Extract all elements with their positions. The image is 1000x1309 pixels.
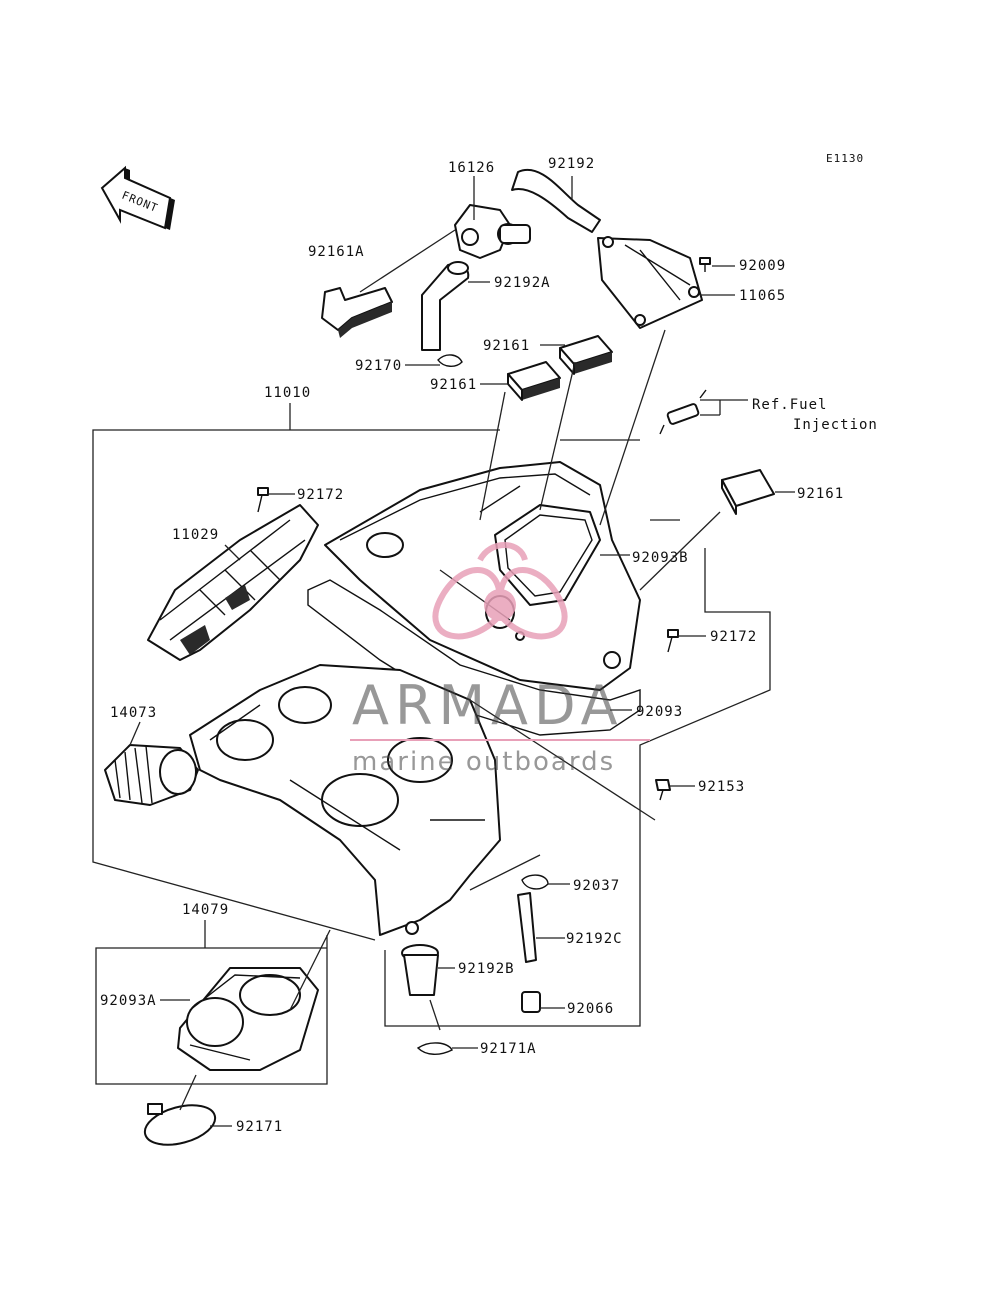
ref-note-line1: Ref.Fuel bbox=[752, 397, 827, 413]
front-arrow-icon: FRONT bbox=[100, 165, 175, 230]
label-11029: 11029 bbox=[172, 527, 219, 543]
label-92172-a: 92172 bbox=[297, 487, 344, 503]
hose-92192[interactable] bbox=[511, 169, 601, 233]
label-92171a: 92171A bbox=[480, 1041, 537, 1057]
damper-92161-a[interactable] bbox=[559, 335, 613, 375]
label-92161-c: 92161 bbox=[797, 486, 844, 502]
label-92066: 92066 bbox=[567, 1001, 614, 1017]
label-92037: 92037 bbox=[573, 878, 620, 894]
label-92093a: 92093A bbox=[100, 993, 157, 1009]
screw-92009[interactable] bbox=[699, 257, 711, 272]
damper-92161-c[interactable] bbox=[721, 469, 775, 515]
hose-92192c[interactable] bbox=[517, 892, 537, 963]
label-92192a: 92192A bbox=[494, 275, 551, 291]
air-cleaner-case[interactable] bbox=[189, 664, 501, 936]
label-92093b: 92093B bbox=[632, 550, 689, 566]
cover-11065[interactable] bbox=[597, 237, 703, 329]
clip-92170[interactable] bbox=[437, 354, 463, 367]
intake-duct-14073[interactable] bbox=[104, 744, 199, 806]
label-92161a: 92161A bbox=[308, 244, 365, 260]
label-92192c: 92192C bbox=[566, 931, 623, 947]
label-14073: 14073 bbox=[110, 705, 157, 721]
label-14079: 14079 bbox=[182, 902, 229, 918]
sensor-ref-fuel-injection[interactable] bbox=[659, 389, 707, 435]
clamp-92037[interactable] bbox=[521, 874, 549, 890]
label-92093: 92093 bbox=[636, 704, 683, 720]
watermark-tagline: marine outboards bbox=[352, 747, 615, 777]
label-92161-a: 92161 bbox=[483, 338, 530, 354]
damper-92161-b[interactable] bbox=[507, 361, 561, 401]
label-11065: 11065 bbox=[739, 288, 786, 304]
label-92009: 92009 bbox=[739, 258, 786, 274]
label-92192b: 92192B bbox=[458, 961, 515, 977]
label-92153: 92153 bbox=[698, 779, 745, 795]
clamp-92171[interactable] bbox=[141, 1098, 220, 1151]
screw-92172-a[interactable] bbox=[257, 487, 269, 513]
label-11010: 11010 bbox=[264, 385, 311, 401]
label-92171: 92171 bbox=[236, 1119, 283, 1135]
label-92172-b: 92172 bbox=[710, 629, 757, 645]
housing-14079[interactable] bbox=[177, 967, 319, 1071]
drain-92192b[interactable] bbox=[401, 944, 439, 996]
air-filter-element-11029[interactable] bbox=[147, 504, 319, 661]
label-92192: 92192 bbox=[548, 156, 595, 172]
hose-92192a[interactable] bbox=[421, 263, 470, 351]
bolt-92153[interactable] bbox=[655, 779, 671, 801]
gasket-92093[interactable] bbox=[307, 579, 641, 736]
watermark-logo bbox=[432, 542, 568, 640]
label-16126: 16126 bbox=[448, 160, 495, 176]
label-92170: 92170 bbox=[355, 358, 402, 374]
watermark-brand: ARMADA bbox=[352, 674, 624, 737]
group-bracket-14079 bbox=[95, 935, 328, 1085]
label-92161-b: 92161 bbox=[430, 377, 477, 393]
leader-lines bbox=[129, 176, 795, 1127]
diagram-code: E1130 bbox=[826, 152, 864, 165]
group-bracket-11010 bbox=[92, 429, 500, 941]
plug-92066[interactable] bbox=[521, 991, 541, 1013]
screw-92172-b[interactable] bbox=[667, 629, 679, 653]
air-switching-valve[interactable] bbox=[454, 204, 531, 259]
air-cleaner-cover[interactable] bbox=[324, 461, 641, 691]
group-bracket-right bbox=[384, 548, 771, 1027]
clip-92171a[interactable] bbox=[416, 1042, 453, 1055]
ref-note-line2: Injection bbox=[793, 417, 878, 433]
